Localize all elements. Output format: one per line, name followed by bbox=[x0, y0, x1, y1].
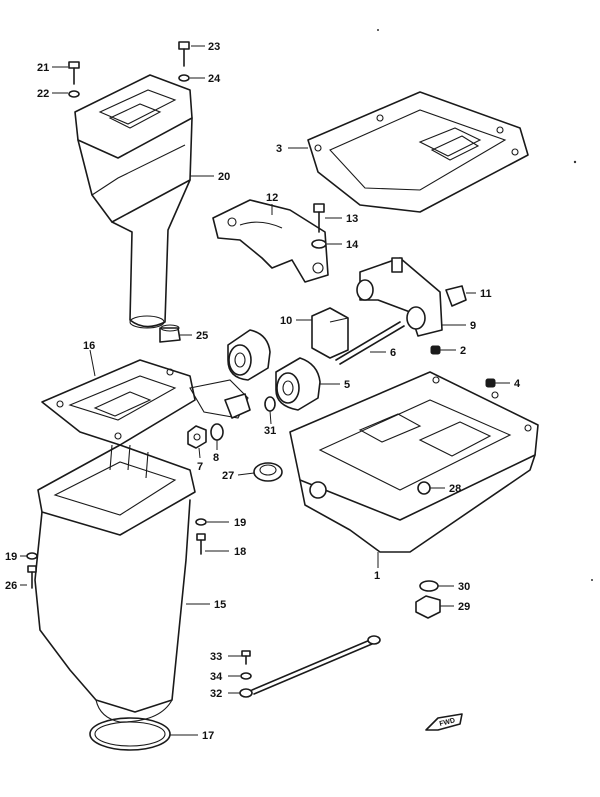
bolt-18 bbox=[196, 533, 206, 555]
callout-24: 24 bbox=[208, 73, 221, 85]
bolt-21 bbox=[68, 61, 80, 85]
scan-dot bbox=[377, 29, 379, 31]
bolt-13 bbox=[313, 203, 325, 233]
callout-12: 12 bbox=[266, 192, 278, 204]
callout-3: 3 bbox=[276, 143, 282, 155]
screw-33 bbox=[241, 650, 251, 665]
rubber-block-10 bbox=[311, 307, 349, 359]
forward-direction-indicator: FWD bbox=[425, 713, 463, 731]
callout-18: 18 bbox=[234, 546, 246, 558]
scan-dot bbox=[591, 579, 593, 581]
callout-labels: 23 24 21 22 20 3 12 13 14 11 9 10 6 2 4 … bbox=[5, 41, 521, 742]
callout-10: 10 bbox=[280, 315, 292, 327]
callout-6: 6 bbox=[390, 347, 396, 359]
mount-bushing-left bbox=[227, 329, 271, 381]
callout-26: 26 bbox=[5, 580, 17, 592]
callout-15: 15 bbox=[214, 599, 226, 611]
callout-34: 34 bbox=[210, 671, 223, 683]
callout-19-left: 19 bbox=[5, 551, 17, 563]
exhaust-tube-upper bbox=[74, 74, 193, 329]
callout-20: 20 bbox=[218, 171, 230, 183]
washer-31 bbox=[264, 396, 276, 412]
washer-8 bbox=[210, 423, 224, 441]
leader-lines bbox=[20, 45, 510, 736]
callout-13: 13 bbox=[346, 213, 358, 225]
callout-30: 30 bbox=[458, 581, 470, 593]
washer-34 bbox=[240, 672, 252, 680]
side-bracket bbox=[356, 257, 443, 337]
callout-25: 25 bbox=[196, 330, 208, 342]
seal-27 bbox=[253, 462, 283, 482]
callout-11: 11 bbox=[480, 288, 492, 300]
lower-housing-15 bbox=[34, 444, 196, 723]
callout-17: 17 bbox=[202, 730, 214, 742]
washer-19-left bbox=[26, 552, 38, 560]
long-bolt-6 bbox=[335, 321, 405, 365]
washer-19-right bbox=[195, 518, 207, 526]
callout-7: 7 bbox=[197, 461, 203, 473]
bolt-23 bbox=[178, 41, 190, 67]
ground-wire-32 bbox=[239, 635, 381, 698]
washer-22 bbox=[68, 90, 80, 98]
callout-27: 27 bbox=[222, 470, 234, 482]
gasket-16 bbox=[41, 359, 196, 446]
nut-29 bbox=[415, 595, 441, 619]
bolt-26 bbox=[27, 565, 37, 589]
callout-29: 29 bbox=[458, 601, 470, 613]
callout-31: 31 bbox=[264, 425, 276, 437]
callout-2: 2 bbox=[460, 345, 466, 357]
o-ring-17 bbox=[89, 717, 171, 751]
callout-9: 9 bbox=[470, 320, 476, 332]
callout-33: 33 bbox=[210, 651, 222, 663]
callout-21: 21 bbox=[37, 62, 49, 74]
washer-14 bbox=[311, 239, 327, 249]
mount-bracket bbox=[212, 199, 329, 283]
callout-22: 22 bbox=[37, 88, 49, 100]
fwd-label: FWD bbox=[439, 717, 456, 728]
plug-2 bbox=[430, 345, 441, 355]
callout-4: 4 bbox=[514, 378, 521, 390]
callout-23: 23 bbox=[208, 41, 220, 53]
drain-plug-28 bbox=[417, 481, 431, 495]
callout-8: 8 bbox=[213, 452, 219, 464]
clip-11 bbox=[445, 285, 467, 307]
gasket-upper bbox=[307, 91, 529, 213]
callout-5: 5 bbox=[344, 379, 350, 391]
scan-dot bbox=[573, 160, 577, 164]
washer-30 bbox=[419, 580, 439, 592]
plug-4 bbox=[485, 378, 496, 388]
mount-bushing-5 bbox=[275, 357, 321, 411]
callout-14: 14 bbox=[346, 239, 359, 251]
callout-32: 32 bbox=[210, 688, 222, 700]
callout-1: 1 bbox=[374, 570, 380, 582]
callout-19-right: 19 bbox=[234, 517, 246, 529]
callout-16: 16 bbox=[83, 340, 95, 352]
oil-pan-1 bbox=[289, 371, 539, 553]
callout-28: 28 bbox=[449, 483, 461, 495]
grommet-25 bbox=[159, 324, 181, 343]
nut-7 bbox=[187, 425, 207, 449]
small-bracket bbox=[189, 379, 251, 419]
washer-24 bbox=[178, 74, 190, 82]
